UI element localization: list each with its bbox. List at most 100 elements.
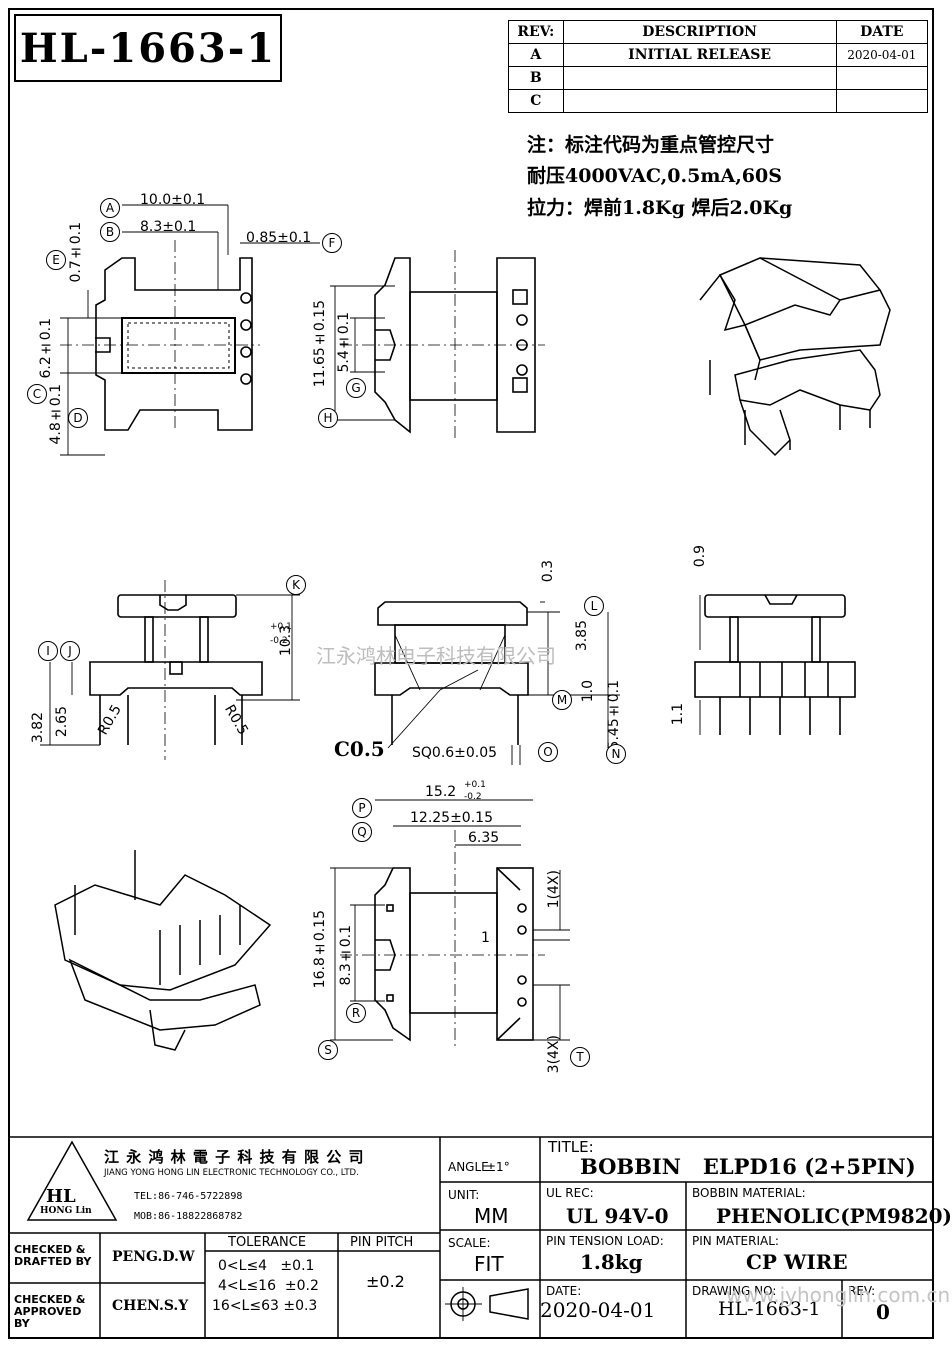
company-logo-sub: HONG Lin [40, 1206, 92, 1216]
dim-k-tol-lower: -0.2 [270, 636, 288, 646]
dim-s-label: 16.8±0.15 [312, 910, 328, 989]
marker-i: I [38, 641, 58, 661]
revision-table: REV: DESCRIPTION DATE A INITIAL RELEASE … [508, 20, 929, 113]
tolerance-row: 0<L≤4 ±0.1 [218, 1258, 315, 1274]
bottom-view [330, 799, 570, 1050]
dim-j-label: 2.65 [54, 706, 70, 738]
pin-tension-label: PIN TENSION LOAD: [546, 1234, 664, 1248]
rev-label: REV: [848, 1284, 876, 1298]
dim-p-label: 15.2 [425, 784, 457, 800]
marker-c: C [27, 384, 47, 404]
drawing-frame [8, 8, 934, 1339]
angle-label: ANGLE [448, 1160, 489, 1174]
date-label: DATE: [546, 1284, 582, 1298]
marker-f: F [322, 233, 342, 253]
dim-h-label: 11.65±0.15 [312, 300, 328, 388]
date-cell [835, 66, 929, 90]
marker-p: P [352, 798, 372, 818]
middle-view [374, 601, 620, 765]
top-view [60, 204, 320, 456]
dim-q-label: 12.25±0.15 [410, 810, 493, 826]
side-view [330, 250, 545, 440]
ul-value: UL 94V-0 [566, 1204, 669, 1228]
description-cell: INITIAL RELEASE [562, 43, 837, 67]
pin-tension-value: 1.8kg [580, 1250, 643, 1274]
dim-k-tol-upper: +0.1 [270, 622, 292, 632]
revision-row: C [508, 89, 929, 113]
pin-material-value: CP WIRE [746, 1250, 848, 1274]
bobbin-material-label: BOBBIN MATERIAL: [692, 1186, 806, 1200]
tolerance-row: 16<L≤63 ±0.3 [212, 1298, 318, 1314]
marker-s: S [318, 1040, 338, 1060]
rev-cell: C [508, 89, 564, 113]
title-block-grid [10, 1136, 932, 1339]
dim-r-label: 8.3±0.1 [338, 925, 354, 986]
date-value: 2020-04-01 [540, 1298, 656, 1322]
note-pull-force: 拉力：焊前1.8Kg 焊后2.0Kg [527, 197, 793, 219]
watermark: 江永鸿林电子科技有限公司 [316, 644, 556, 668]
marker-r: R [346, 1003, 366, 1023]
dim-c-label: 6.2±0.1 [38, 318, 54, 379]
marker-m: M [552, 690, 572, 710]
checked-approved-label: CHECKED & APPROVED BY [14, 1293, 86, 1330]
tolerance-row: 4<L≤16 ±0.2 [218, 1278, 319, 1294]
company-name-cn: 江 永 鸿 林 電 子 科 技 有 限 公 司 [104, 1148, 365, 1166]
marker-e: E [46, 250, 66, 270]
dim-pin-square-label: SQ0.6±0.05 [412, 745, 498, 761]
marker-j: J [60, 641, 80, 661]
pin-pitch-label: PIN PITCH [350, 1235, 414, 1250]
dim-half-label: 6.35 [468, 830, 500, 846]
dim-e-label: 0.7±0.1 [68, 222, 84, 283]
pin-material-label: PIN MATERIAL: [692, 1234, 779, 1248]
company-tel: TEL:86-746-5722898 [134, 1191, 243, 1202]
scale-label: SCALE: [448, 1236, 491, 1250]
dim-i-label: 3.82 [30, 712, 46, 744]
footer-watermark: www.jyhonglin.com.cn [726, 1283, 951, 1307]
company-logo: HL [46, 1186, 76, 1207]
marker-d: D [68, 408, 88, 428]
ul-label: UL REC: [546, 1186, 594, 1200]
company-name-en: JIANG YONG HONG LIN ELECTRONIC TECHNOLOG… [104, 1168, 359, 1178]
checked-drafted-value: PENG.D.W [112, 1249, 195, 1265]
marker-o: O [538, 742, 558, 762]
dim-t-label: 3(4X) [546, 1035, 562, 1074]
dim-g-label: 5.4±0.1 [336, 312, 352, 373]
marker-a: A [100, 198, 120, 218]
date-cell [835, 89, 929, 113]
marker-t: T [570, 1047, 590, 1067]
dim-n-label: 5.45±0.1 [606, 680, 622, 750]
angle-value: ±1° [486, 1160, 510, 1174]
unit-label: UNIT: [448, 1188, 480, 1202]
rev-value: 0 [876, 1300, 890, 1324]
marker-k: K [286, 575, 306, 595]
company-mob: MOB:86-18822868782 [134, 1211, 243, 1222]
dim-p-tol-lower: -0.2 [464, 792, 482, 802]
dim-slot-label: 1 [481, 930, 490, 946]
checked-approved-value: CHEN.S.Y [112, 1298, 189, 1314]
dim-f-label: 0.85±0.1 [246, 230, 312, 246]
right-view [694, 594, 856, 735]
dim-v2-label: 1.1 [670, 703, 686, 726]
dim-pitch-label: 1(4X) [546, 870, 562, 909]
isometric-view-top [699, 257, 891, 457]
dim-p-tol-upper: +0.1 [464, 780, 486, 790]
drawing-no-label: DRAWING NO: [692, 1284, 777, 1298]
marker-g: G [346, 378, 366, 398]
date-cell: 2020-04-01 [835, 43, 929, 67]
drawing-title: HL-1663-1 [14, 14, 282, 82]
checked-drafted-label: CHECKED & DRAFTED BY [14, 1243, 92, 1268]
dim-a-label: 10.0±0.1 [140, 192, 206, 208]
dim-d-label: 4.8±0.1 [48, 384, 64, 445]
scale-value: FIT [474, 1252, 504, 1276]
marker-b: B [100, 222, 120, 242]
dim-b-label: 8.3±0.1 [140, 219, 197, 235]
marker-q: Q [352, 822, 372, 842]
isometric-view-bottom [54, 850, 272, 1051]
front-view [40, 580, 300, 760]
dim-v1-label: 0.9 [692, 545, 708, 568]
dim-m-label: 1.0 [580, 680, 596, 703]
tolerance-label: TOLERANCE [228, 1235, 307, 1250]
note-hipot: 耐压4000VAC,0.5mA,60S [527, 165, 782, 187]
unit-value: MM [474, 1204, 509, 1228]
